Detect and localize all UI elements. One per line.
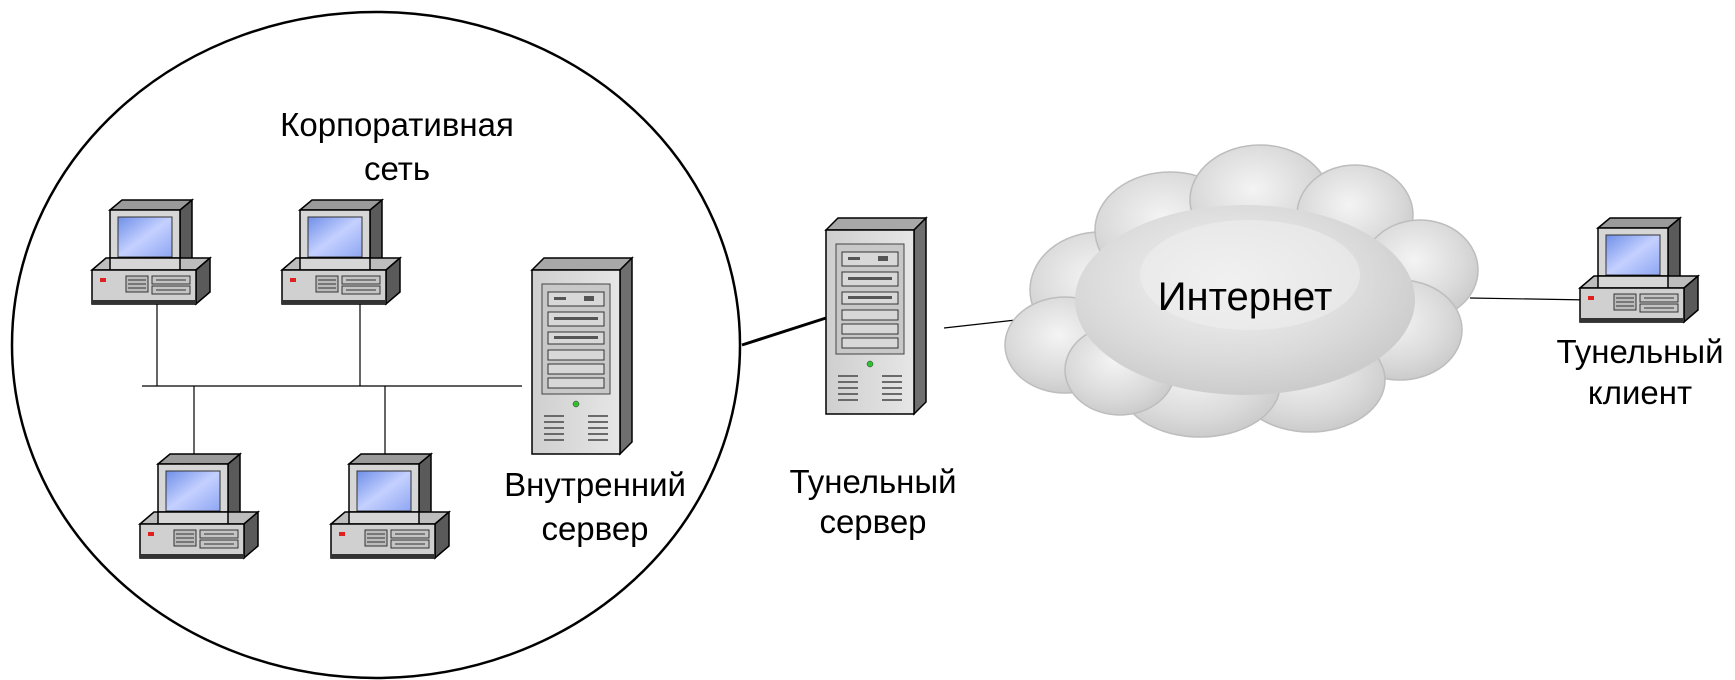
tunnel-server-label-line1: Тунельный — [789, 463, 956, 500]
lan-bus — [142, 302, 522, 456]
corporate-network-boundary — [10, 10, 742, 680]
workstation-icon — [139, 453, 259, 559]
link-boundary-to-tunnel-server — [741, 316, 827, 347]
tunnel-server-label-line2: сервер — [819, 503, 926, 540]
tunnel-client-label-line2: клиент — [1588, 374, 1692, 411]
internal-server-label-line2: сервер — [541, 510, 648, 547]
workstation-icon — [91, 199, 211, 305]
tunnel-client-icon — [1579, 217, 1699, 323]
corporate-network-label-line1: Корпоративная — [280, 106, 514, 143]
tunnel-server-icon — [825, 217, 927, 415]
internal-server-icon — [531, 257, 633, 455]
workstation-icon — [281, 199, 401, 305]
internet-label: Интернет — [1158, 275, 1333, 319]
link-internet-to-client — [1469, 297, 1591, 301]
internet-cloud-icon — [1004, 144, 1479, 438]
workstation-icon — [330, 453, 450, 559]
corporate-network-label-line2: сеть — [364, 150, 430, 187]
tunnel-client-label-line1: Тунельный — [1556, 333, 1723, 370]
internal-server-label-line1: Внутренний — [504, 466, 686, 503]
